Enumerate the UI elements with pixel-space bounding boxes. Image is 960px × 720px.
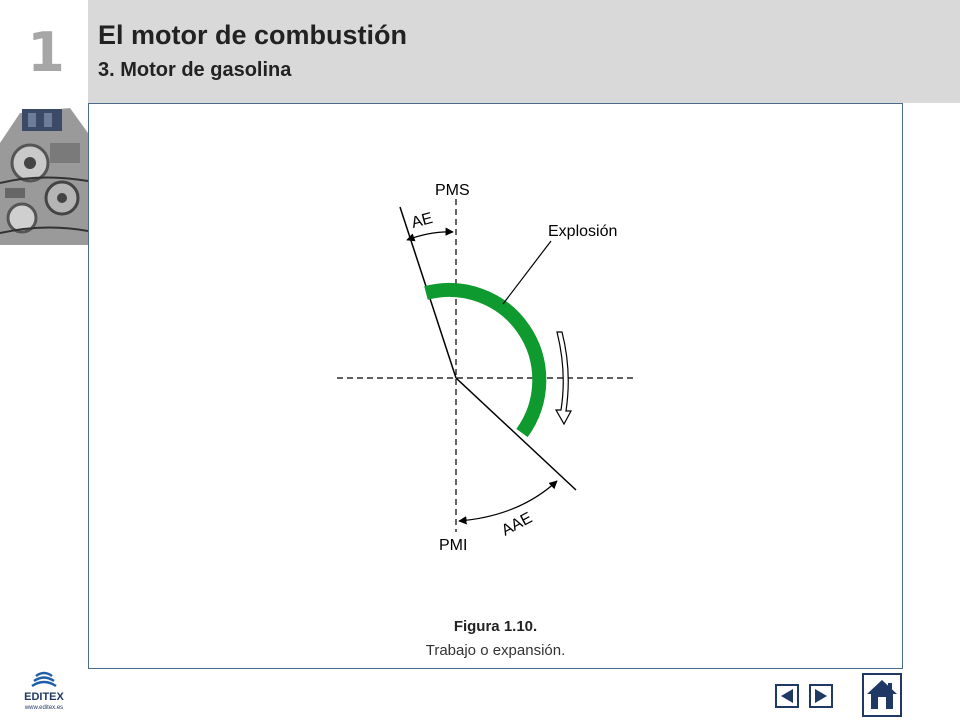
page-subtitle: 3. Motor de gasolina bbox=[98, 59, 292, 81]
home-button[interactable] bbox=[862, 673, 902, 717]
figure-caption-text: Trabajo o expansión. bbox=[425, 642, 566, 659]
power-stroke-diagram: PMS PMI Explosión AE AAE bbox=[337, 182, 634, 554]
chapter-number: 1 bbox=[27, 21, 65, 84]
engine-photo bbox=[0, 103, 88, 245]
logo-text: EDITEX bbox=[24, 691, 64, 703]
editex-logo: EDITEX www.editex.es bbox=[24, 671, 65, 711]
explosion-leader-line bbox=[502, 240, 552, 305]
explosion-label: Explosión bbox=[548, 223, 617, 240]
ae-label: AE bbox=[410, 210, 435, 232]
triangle-right-icon bbox=[815, 689, 827, 703]
content-panel: PMS PMI Explosión AE AAE Figura 1.10. Tr… bbox=[88, 103, 903, 669]
previous-slide-button[interactable] bbox=[775, 684, 799, 708]
page-title: El motor de combustión bbox=[98, 20, 408, 50]
home-icon bbox=[867, 680, 897, 709]
triangle-left-icon bbox=[781, 689, 793, 703]
rotation-direction-arrow bbox=[554, 331, 573, 426]
aae-boundary-line bbox=[455, 377, 577, 491]
ae-angle-arrow bbox=[406, 227, 454, 242]
aae-label: AAE bbox=[499, 509, 535, 539]
aae-angle-arrow bbox=[458, 480, 558, 525]
header-bar bbox=[88, 0, 960, 103]
power-stroke-arc bbox=[424, 282, 547, 438]
figure-caption-title: Figura 1.10. bbox=[453, 618, 538, 635]
pms-label: PMS bbox=[435, 182, 470, 199]
pmi-label: PMI bbox=[439, 537, 467, 554]
next-slide-button[interactable] bbox=[809, 684, 833, 708]
logo-url: www.editex.es bbox=[24, 705, 63, 711]
